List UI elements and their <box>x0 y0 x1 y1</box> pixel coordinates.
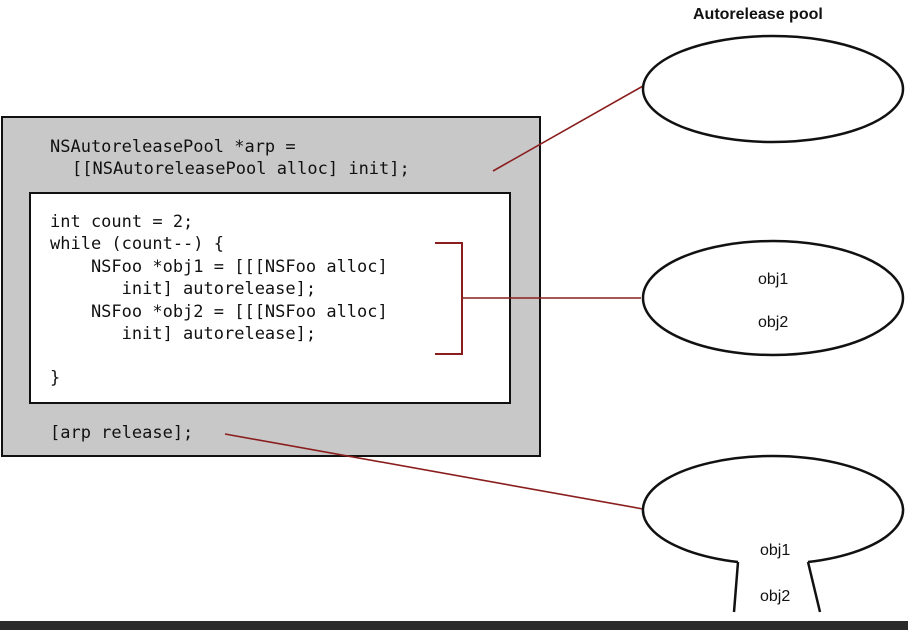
code-line-obj2-alloc: NSFoo *obj2 = [[[NSFoo alloc] <box>50 302 388 322</box>
code-line-pool-decl: NSAutoreleasePool *arp = <box>50 137 296 157</box>
pool-draining-top <box>641 454 905 564</box>
connector-init-to-pool <box>492 85 644 172</box>
pool-object-obj2: obj2 <box>758 314 788 331</box>
code-line-obj1-init: init] autorelease]; <box>50 279 316 299</box>
inner-code-block <box>29 192 511 404</box>
pool-object-obj1: obj1 <box>758 271 788 288</box>
code-line-obj1-alloc: NSFoo *obj1 = [[[NSFoo alloc] <box>50 257 388 277</box>
connector-release-to-pool <box>224 433 644 510</box>
code-line-close-brace: } <box>50 368 60 388</box>
code-line-count: int count = 2; <box>50 212 193 232</box>
code-line-while: while (count--) { <box>50 234 224 254</box>
pool-empty <box>641 34 905 144</box>
pool-draining-obj2: obj2 <box>760 588 790 605</box>
code-line-pool-init: [[NSAutoreleasePool alloc] init]; <box>72 159 410 179</box>
code-line-obj2-init: init] autorelease]; <box>50 324 316 344</box>
bottom-bar <box>0 621 908 630</box>
pool-draining <box>732 561 822 613</box>
code-line-release: [arp release]; <box>50 423 193 443</box>
pool-title: Autorelease pool <box>693 6 823 23</box>
pool-with-objects <box>641 239 905 357</box>
pool-draining-obj1: obj1 <box>760 542 790 559</box>
